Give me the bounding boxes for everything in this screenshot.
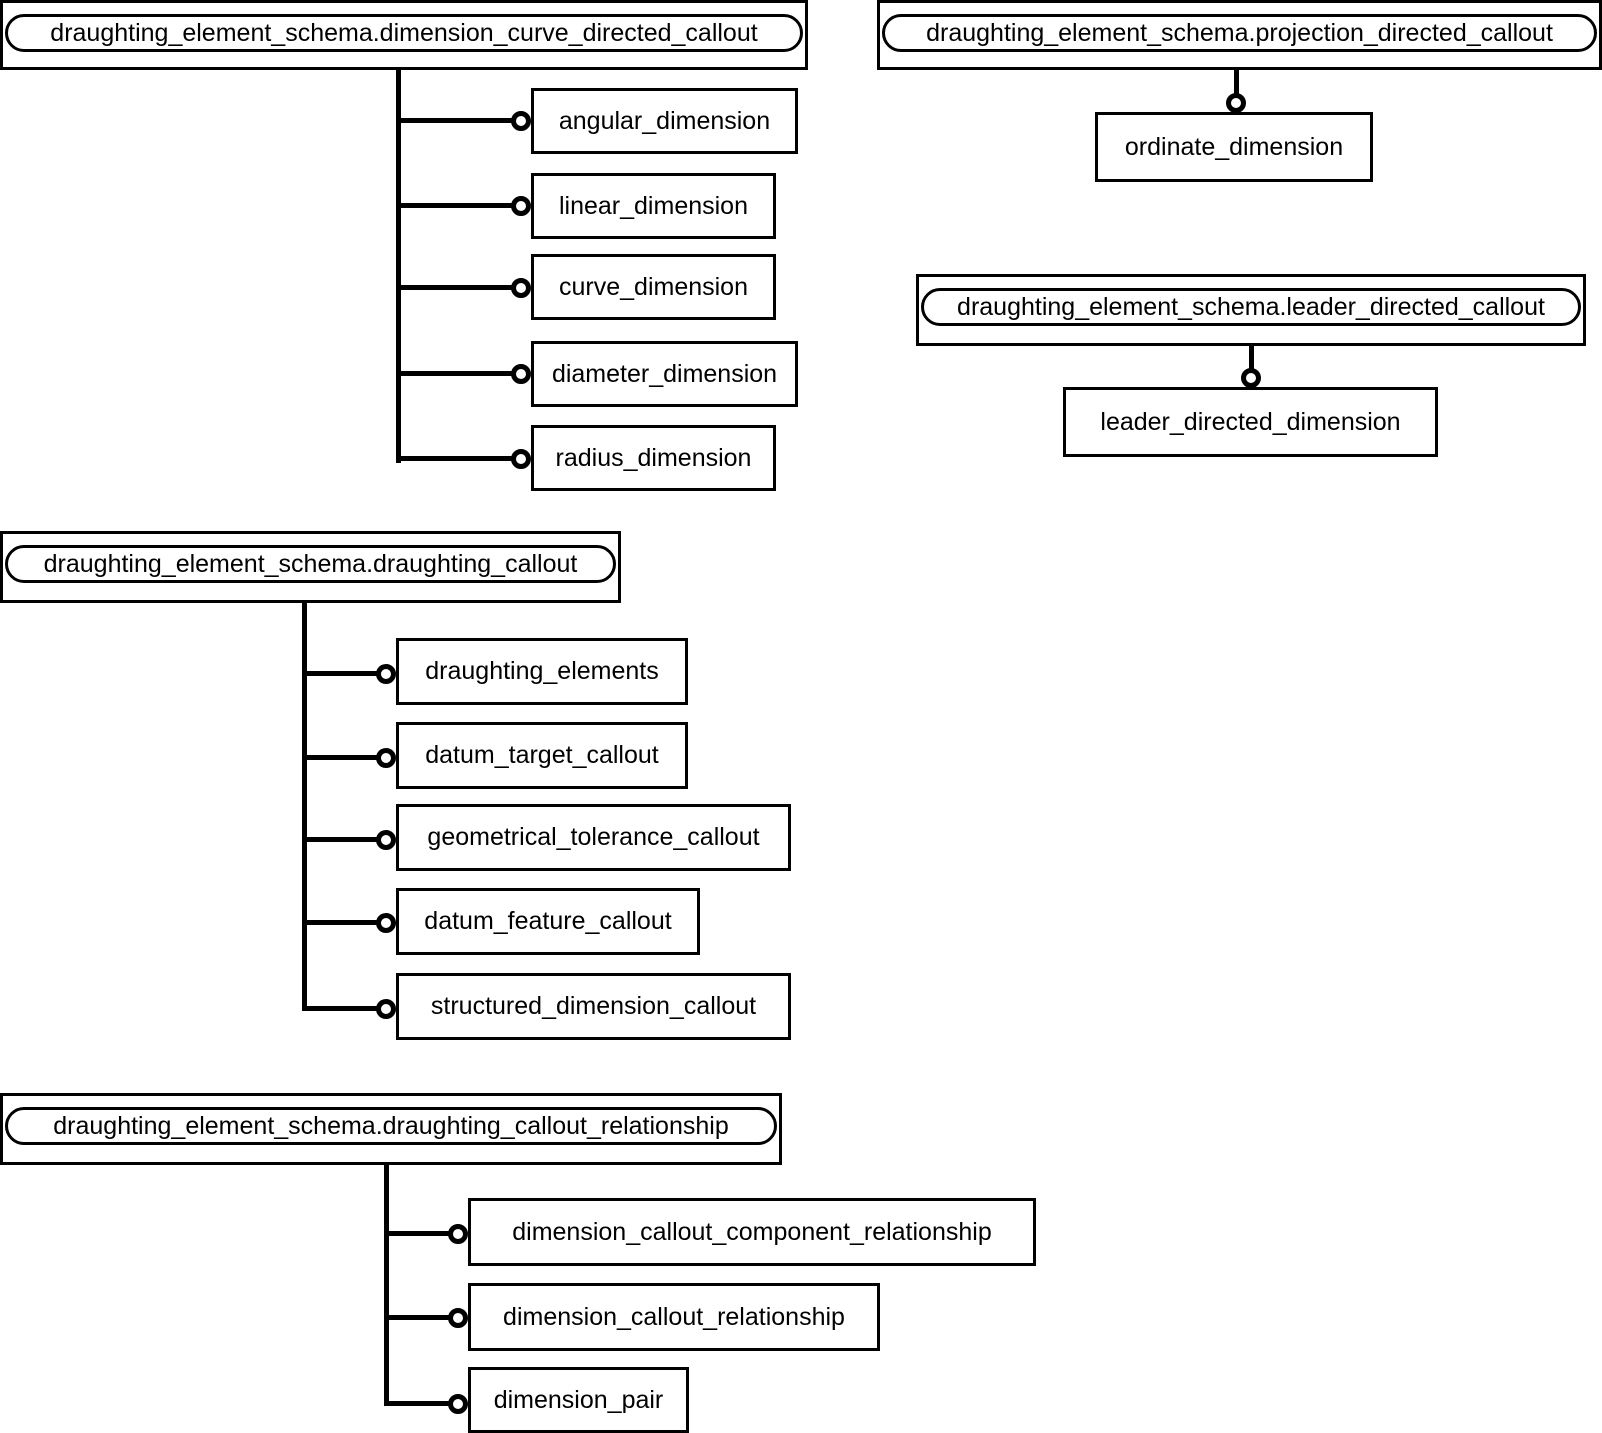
tree-trunk: [302, 601, 307, 1009]
connector-line: [396, 285, 521, 290]
subtype-label: ordinate_dimension: [1124, 132, 1344, 161]
subtype-label: dimension_pair: [493, 1385, 664, 1414]
entity-label: draughting_element_schema.leader_directe…: [921, 288, 1581, 326]
subtype-label: curve_dimension: [559, 272, 748, 301]
subtype-box[interactable]: geometrical_tolerance_callout: [396, 804, 791, 871]
connector-line: [302, 920, 390, 925]
connector-circle-icon: [511, 449, 531, 469]
subtype-box[interactable]: curve_dimension: [531, 254, 776, 320]
connector-circle-icon: [448, 1224, 468, 1244]
subtype-label: diameter_dimension: [551, 359, 778, 388]
connector-line: [302, 671, 390, 676]
tree-trunk: [396, 68, 401, 463]
connector-line: [396, 371, 521, 376]
subtype-label: draughting_elements: [425, 657, 659, 685]
connector-circle-icon: [376, 999, 396, 1019]
entity-label: draughting_element_schema.projection_dir…: [882, 14, 1597, 52]
connector-line: [396, 118, 521, 123]
subtype-label: dimension_callout_relationship: [503, 1302, 845, 1331]
subtype-label: radius_dimension: [555, 443, 752, 472]
connector-circle-icon: [448, 1394, 468, 1414]
connector-line: [396, 456, 521, 461]
subtype-box[interactable]: datum_feature_callout: [396, 888, 700, 955]
subtype-box[interactable]: datum_target_callout: [396, 722, 688, 789]
subtype-label: angular_dimension: [558, 106, 771, 135]
connector-circle-icon: [511, 364, 531, 384]
tree-trunk: [384, 1163, 389, 1406]
subtype-box[interactable]: diameter_dimension: [531, 341, 798, 407]
connector-line: [302, 1006, 390, 1011]
subtype-box[interactable]: dimension_pair: [468, 1367, 689, 1433]
subtype-label: structured_dimension_callout: [430, 992, 757, 1020]
connector-line: [384, 1315, 460, 1320]
connector-circle-icon: [1241, 368, 1261, 388]
connector-line: [302, 837, 390, 842]
subtype-box[interactable]: leader_directed_dimension: [1063, 387, 1438, 457]
subtype-box[interactable]: dimension_callout_relationship: [468, 1283, 880, 1351]
entity-box-draughting-callout[interactable]: draughting_element_schema.draughting_cal…: [0, 531, 621, 603]
subtype-box[interactable]: ordinate_dimension: [1095, 112, 1373, 182]
entity-label: draughting_element_schema.draughting_cal…: [5, 545, 616, 583]
entity-box-dimension-curve-directed-callout[interactable]: draughting_element_schema.dimension_curv…: [0, 0, 808, 70]
connector-line: [384, 1401, 460, 1406]
connector-line: [1249, 344, 1254, 372]
subtype-label: dimension_callout_component_relationship: [512, 1217, 992, 1246]
connector-circle-icon: [1226, 93, 1246, 113]
subtype-box[interactable]: linear_dimension: [531, 173, 776, 239]
connector-line: [384, 1231, 460, 1236]
connector-circle-icon: [376, 748, 396, 768]
connector-circle-icon: [376, 913, 396, 933]
connector-line: [1234, 68, 1239, 96]
connector-circle-icon: [376, 830, 396, 850]
subtype-label: datum_feature_callout: [424, 907, 672, 935]
subtype-box[interactable]: dimension_callout_component_relationship: [468, 1198, 1036, 1266]
entity-box-projection-directed-callout[interactable]: draughting_element_schema.projection_dir…: [877, 0, 1602, 70]
subtype-label: leader_directed_dimension: [1100, 407, 1401, 436]
subtype-label: linear_dimension: [558, 191, 748, 220]
subtype-box[interactable]: draughting_elements: [396, 638, 688, 705]
entity-box-leader-directed-callout[interactable]: draughting_element_schema.leader_directe…: [916, 274, 1586, 346]
connector-circle-icon: [511, 111, 531, 131]
connector-circle-icon: [511, 278, 531, 298]
subtype-label: geometrical_tolerance_callout: [427, 823, 760, 851]
subtype-box[interactable]: radius_dimension: [531, 425, 776, 491]
subtype-box[interactable]: structured_dimension_callout: [396, 973, 791, 1040]
connector-circle-icon: [448, 1308, 468, 1328]
entity-box-draughting-callout-relationship[interactable]: draughting_element_schema.draughting_cal…: [0, 1093, 782, 1165]
entity-label: draughting_element_schema.draughting_cal…: [5, 1107, 777, 1145]
subtype-label: datum_target_callout: [425, 741, 659, 769]
entity-label: draughting_element_schema.dimension_curv…: [5, 14, 803, 52]
connector-circle-icon: [376, 664, 396, 684]
connector-circle-icon: [511, 196, 531, 216]
subtype-box[interactable]: angular_dimension: [531, 88, 798, 154]
connector-line: [302, 755, 390, 760]
connector-line: [396, 203, 521, 208]
